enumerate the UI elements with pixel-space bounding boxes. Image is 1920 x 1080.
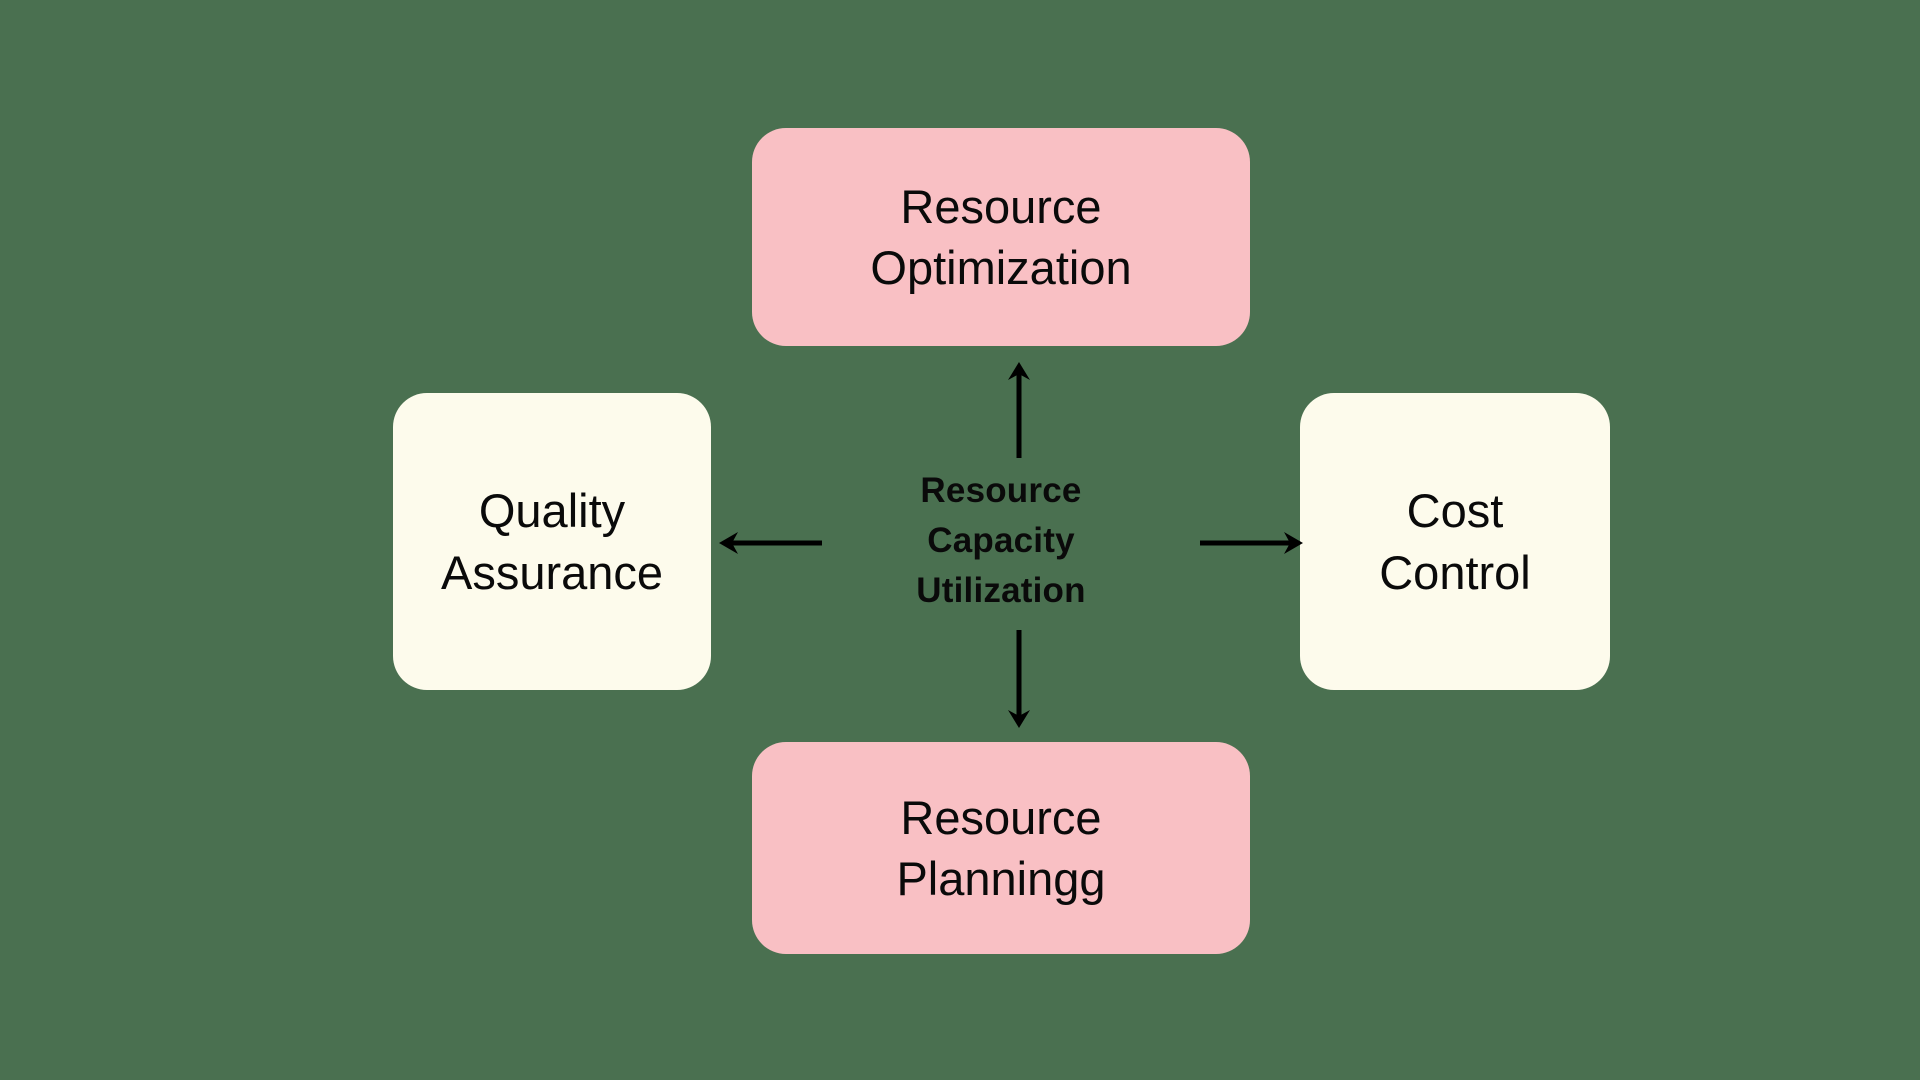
node-label: Resource Planningg [896, 790, 1106, 905]
arrow-up-icon [1008, 362, 1030, 458]
node-resource-planningg[interactable]: Resource Planningg [752, 742, 1250, 954]
node-label: Resource Optimization [870, 179, 1132, 294]
arrow-left-icon [719, 532, 822, 554]
node-quality-assurance[interactable]: Quality Assurance [393, 393, 711, 690]
node-label: Cost Control [1379, 484, 1531, 599]
node-cost-control[interactable]: Cost Control [1300, 393, 1610, 690]
hub-label-text: Resource Capacity Utilization [916, 471, 1086, 610]
hub-center-label: Resource Capacity Utilization [810, 452, 1192, 630]
arrow-right-icon [1200, 532, 1303, 554]
node-resource-optimization[interactable]: Resource Optimization [752, 128, 1250, 346]
node-label: Quality Assurance [440, 484, 664, 599]
arrow-down-icon [1008, 630, 1030, 728]
